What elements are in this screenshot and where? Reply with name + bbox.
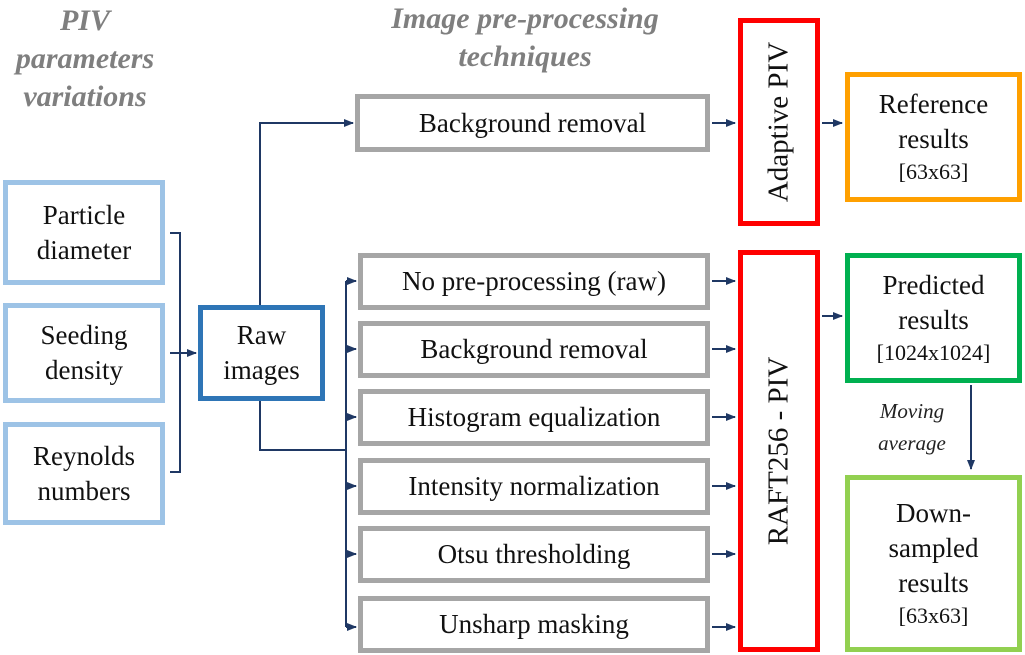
technique-label: Otsu thresholding [437,539,631,569]
technique-box: Intensity normalization [358,458,710,515]
param-line: Reynolds [32,440,135,471]
downsampled-line: sampled [888,533,979,563]
top-background-removal-box: Background removal [355,94,710,152]
downsampled-line: Down- [896,498,971,528]
raw-images-box: Raw images [198,305,325,401]
predicted-size: [1024x1024] [876,340,991,365]
technique-box: Otsu thresholding [358,526,710,583]
param-line: density [45,355,123,385]
raw-to-techniques-trunk [259,401,346,451]
param-line: Particle [42,199,126,230]
moving-average-line: Moving [879,399,945,423]
param-line: diameter [36,234,132,265]
predicted-line: results [898,305,969,335]
header-piv-parameters-line-1: PIV [59,4,110,37]
adaptive-piv-box: Adaptive PIV [738,18,820,226]
param-seeding-density: Seeding density [3,303,165,403]
adaptive-piv-label: Adaptive PIV [762,41,795,203]
raft256-piv-box: RAFT256 - PIV [738,250,820,652]
param-reynolds-numbers: Reynolds numbers [3,422,165,525]
technique-box: Histogram equalization [358,389,710,446]
technique-box: Background removal [358,321,710,378]
technique-box: No pre-processing (raw) [358,253,710,310]
raw-images-line: images [223,355,300,385]
technique-label: Background removal [420,334,648,364]
downsampled-size: [63x63] [898,603,969,628]
top-technique-label: Background removal [418,107,647,138]
predicted-results-box: Predicted results [1024x1024] [845,253,1022,383]
technique-box: Unsharp masking [358,596,710,653]
technique-label: Histogram equalization [407,402,661,432]
predicted-line: Predicted [882,270,985,300]
raw-images-line: Raw [236,320,287,350]
header-preprocessing-line-1: Image pre-processing [391,2,659,35]
raft256-piv-label: RAFT256 - PIV [762,356,795,546]
technique-label: Intensity normalization [408,471,660,501]
header-piv-parameters: PIV parameters variations [0,2,170,116]
reference-results-box: Reference results [63x63] [845,72,1022,202]
header-preprocessing: Image pre-processing techniques [345,0,705,76]
technique-label: Unsharp masking [439,609,629,639]
reference-size: [63x63] [898,159,969,184]
param-line: Seeding [40,320,128,350]
technique-label: No pre-processing (raw) [402,266,666,296]
header-preprocessing-line-2: techniques [458,40,592,73]
reference-line: Reference [878,89,989,119]
header-piv-parameters-line-3: variations [23,80,147,113]
raw-to-top-arrow [259,119,354,305]
moving-average-label: Moving average [862,395,962,459]
param-line: numbers [37,475,131,506]
moving-average-line: average [878,431,946,455]
downsampled-line: results [898,568,969,598]
downsampled-results-box: Down- sampled results [63x63] [845,475,1022,652]
reference-line: results [898,124,969,154]
header-piv-parameters-line-2: parameters [15,42,155,75]
param-particle-diameter: Particle diameter [3,180,165,285]
